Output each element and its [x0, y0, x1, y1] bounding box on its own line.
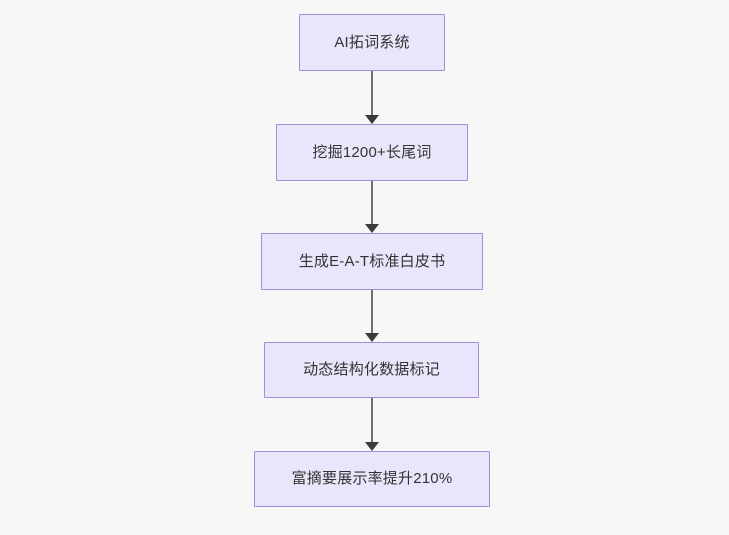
flow-edge-3-line — [371, 290, 373, 333]
flow-edge-1-line — [371, 71, 373, 115]
flow-edge-2-line — [371, 181, 373, 224]
flow-node-4[interactable]: 动态结构化数据标记 — [264, 342, 479, 398]
flow-node-2-label: 挖掘1200+长尾词 — [312, 143, 432, 161]
flow-edge-2 — [360, 181, 384, 233]
flow-edge-4 — [360, 398, 384, 451]
flow-node-2[interactable]: 挖掘1200+长尾词 — [276, 124, 468, 181]
flow-node-1-label: AI拓词系统 — [334, 33, 410, 51]
flow-edge-1-arrowhead — [365, 115, 379, 124]
flow-node-5-label: 富摘要展示率提升210% — [291, 470, 453, 487]
flow-edge-3 — [360, 290, 384, 342]
flow-edge-1 — [360, 71, 384, 124]
flow-edge-3-arrowhead — [365, 333, 379, 342]
flow-node-3[interactable]: 生成E-A-T标准白皮书 — [261, 233, 483, 290]
flow-node-4-label: 动态结构化数据标记 — [303, 361, 440, 378]
flow-edge-2-arrowhead — [365, 224, 379, 233]
flow-edge-4-line — [371, 398, 373, 442]
flow-node-3-label: 生成E-A-T标准白皮书 — [298, 252, 446, 270]
flow-node-1[interactable]: AI拓词系统 — [299, 14, 445, 71]
flow-edge-4-arrowhead — [365, 442, 379, 451]
flow-node-5[interactable]: 富摘要展示率提升210% — [254, 451, 490, 507]
